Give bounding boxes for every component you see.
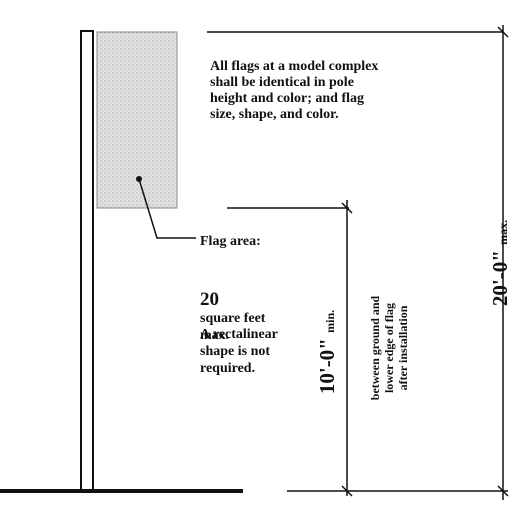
flag-area-size-number: 20	[200, 289, 219, 310]
dimension-label-10ft: 10'-0" min.	[315, 292, 339, 412]
dimension-note-10ft: between ground and lower edge of flag af…	[368, 295, 410, 401]
tick-20ft-bottom	[497, 485, 509, 497]
identical-flags-note: All flags at a model complex shall be id…	[210, 59, 379, 122]
tick-20ft-top	[497, 26, 509, 38]
dimension-qualifier-20ft: max.	[496, 219, 510, 245]
tick-10ft-top	[341, 202, 353, 214]
flag-shape-note: A rectalinear shape is not required.	[200, 327, 278, 376]
dimension-value-20ft: 20'-0"	[488, 250, 512, 307]
flagpole	[80, 30, 94, 492]
dimension-value-10ft: 10'-0"	[315, 338, 339, 395]
flag-area-size-text: square feet max.	[200, 311, 266, 343]
tick-10ft-bottom	[341, 485, 353, 497]
flag-area	[96, 31, 178, 209]
flag-area-title: Flag area:	[200, 234, 261, 249]
flag-area-size: 20 square feet max.	[200, 274, 340, 344]
leader-line	[138, 178, 196, 239]
dimension-label-20ft: 20'-0" max.	[488, 193, 512, 333]
dimension-qualifier-10ft: min.	[323, 309, 337, 333]
